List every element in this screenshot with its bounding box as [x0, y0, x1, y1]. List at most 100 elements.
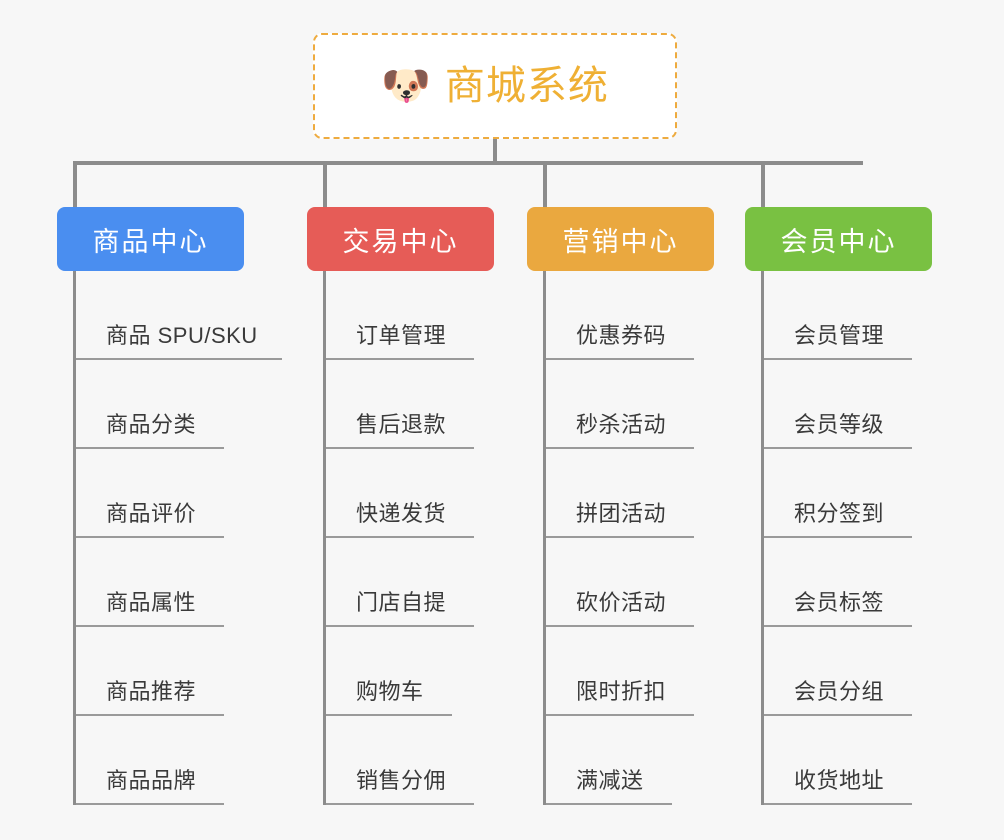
leaf-label: 秒杀活动	[576, 412, 667, 437]
leaf-underline	[76, 358, 282, 360]
list-item[interactable]: 门店自提	[323, 538, 527, 627]
leaf-underline	[76, 803, 224, 805]
list-item[interactable]: 销售分佣	[323, 716, 527, 805]
leaf-list-2: 优惠券码 秒杀活动 拼团活动 砍价活动 限时折扣 满减送	[543, 271, 745, 805]
list-item[interactable]: 售后退款	[323, 360, 527, 449]
leaf-underline	[76, 714, 224, 716]
connector-horizontal-bus	[73, 161, 863, 165]
list-item[interactable]: 积分签到	[761, 449, 965, 538]
list-item[interactable]: 商品 SPU/SKU	[73, 271, 307, 360]
list-item[interactable]: 砍价活动	[543, 538, 745, 627]
leaf-group-3: 会员管理 会员等级 积分签到 会员标签 会员分组 收货地址	[745, 271, 965, 805]
connector-drop-1	[323, 161, 327, 207]
leaf-underline	[546, 358, 694, 360]
list-item[interactable]: 限时折扣	[543, 627, 745, 716]
leaf-label: 拼团活动	[576, 501, 667, 526]
leaf-label: 会员等级	[794, 412, 885, 437]
leaf-underline	[764, 358, 912, 360]
leaf-underline	[326, 536, 474, 538]
leaf-label: 砍价活动	[576, 590, 667, 615]
leaf-underline	[326, 803, 474, 805]
list-item[interactable]: 会员标签	[761, 538, 965, 627]
list-item[interactable]: 优惠券码	[543, 271, 745, 360]
leaf-underline	[764, 625, 912, 627]
leaf-group-1: 订单管理 售后退款 快递发货 门店自提 购物车 销售分佣	[307, 271, 527, 805]
category-header-2[interactable]: 营销中心	[527, 207, 714, 271]
leaf-spine-3	[761, 271, 764, 805]
shiba-dog-face-icon: 🐶	[381, 64, 431, 108]
list-item[interactable]: 订单管理	[323, 271, 527, 360]
leaf-label: 满减送	[576, 768, 644, 793]
category-header-label-3: 会员中心	[780, 226, 897, 257]
list-item[interactable]: 快递发货	[323, 449, 527, 538]
leaf-underline	[326, 625, 474, 627]
list-item[interactable]: 购物车	[323, 627, 527, 716]
leaf-label: 优惠券码	[576, 323, 667, 348]
leaf-underline	[764, 714, 912, 716]
leaf-label: 快递发货	[356, 501, 447, 526]
leaf-label: 商品品牌	[106, 768, 197, 793]
category-header-3[interactable]: 会员中心	[745, 207, 932, 271]
list-item[interactable]: 商品分类	[73, 360, 307, 449]
list-item[interactable]: 会员分组	[761, 627, 965, 716]
list-item[interactable]: 商品属性	[73, 538, 307, 627]
leaf-underline	[546, 625, 694, 627]
leaf-underline	[764, 536, 912, 538]
leaf-underline	[76, 447, 224, 449]
list-item[interactable]: 会员管理	[761, 271, 965, 360]
category-header-0[interactable]: 商品中心	[57, 207, 244, 271]
leaf-label: 商品推荐	[106, 679, 197, 704]
leaf-underline	[326, 447, 474, 449]
leaf-underline	[76, 536, 224, 538]
category-column-1: 交易中心 订单管理 售后退款 快递发货 门店自提 购物车	[307, 207, 527, 805]
leaf-label: 商品评价	[106, 501, 197, 526]
list-item[interactable]: 满减送	[543, 716, 745, 805]
leaf-underline	[764, 447, 912, 449]
leaf-label: 商品分类	[106, 412, 197, 437]
category-header-1[interactable]: 交易中心	[307, 207, 494, 271]
category-header-label-1: 交易中心	[342, 226, 459, 257]
root-node-content: 🐶 商城系统	[381, 66, 609, 106]
root-title: 商城系统	[444, 64, 609, 108]
leaf-spine-2	[543, 271, 546, 805]
leaf-list-0: 商品 SPU/SKU 商品分类 商品评价 商品属性 商品推荐 商品品牌	[73, 271, 307, 805]
category-header-label-0: 商品中心	[92, 226, 209, 257]
leaf-label: 积分签到	[794, 501, 885, 526]
connector-drop-3	[761, 161, 765, 207]
leaf-list-1: 订单管理 售后退款 快递发货 门店自提 购物车 销售分佣	[323, 271, 527, 805]
root-node[interactable]: 🐶 商城系统	[313, 33, 677, 139]
leaf-label: 商品属性	[106, 590, 197, 615]
list-item[interactable]: 秒杀活动	[543, 360, 745, 449]
list-item[interactable]: 会员等级	[761, 360, 965, 449]
category-column-0: 商品中心 商品 SPU/SKU 商品分类 商品评价 商品属性 商品推荐	[57, 207, 307, 805]
list-item[interactable]: 拼团活动	[543, 449, 745, 538]
list-item[interactable]: 商品品牌	[73, 716, 307, 805]
category-column-3: 会员中心 会员管理 会员等级 积分签到 会员标签 会员分组	[745, 207, 965, 805]
leaf-group-0: 商品 SPU/SKU 商品分类 商品评价 商品属性 商品推荐 商品品牌	[57, 271, 307, 805]
leaf-spine-0	[73, 271, 76, 805]
leaf-underline	[326, 714, 452, 716]
leaf-list-3: 会员管理 会员等级 积分签到 会员标签 会员分组 收货地址	[761, 271, 965, 805]
leaf-underline	[326, 358, 474, 360]
leaf-group-2: 优惠券码 秒杀活动 拼团活动 砍价活动 限时折扣 满减送	[527, 271, 745, 805]
leaf-label: 门店自提	[356, 590, 447, 615]
leaf-label: 购物车	[356, 679, 424, 704]
leaf-underline	[546, 447, 694, 449]
connector-drop-0	[73, 161, 77, 207]
list-item[interactable]: 商品评价	[73, 449, 307, 538]
leaf-underline	[546, 536, 694, 538]
leaf-label: 售后退款	[356, 412, 447, 437]
leaf-label: 限时折扣	[576, 679, 667, 704]
leaf-underline	[764, 803, 912, 805]
leaf-label: 商品 SPU/SKU	[106, 323, 258, 348]
list-item[interactable]: 商品推荐	[73, 627, 307, 716]
list-item[interactable]: 收货地址	[761, 716, 965, 805]
leaf-label: 收货地址	[794, 768, 885, 793]
leaf-label: 订单管理	[356, 323, 447, 348]
leaf-label: 销售分佣	[356, 768, 447, 793]
leaf-underline	[546, 803, 672, 805]
leaf-label: 会员分组	[794, 679, 885, 704]
leaf-underline	[76, 625, 224, 627]
connector-drop-2	[543, 161, 547, 207]
category-column-2: 营销中心 优惠券码 秒杀活动 拼团活动 砍价活动 限时折扣	[527, 207, 745, 805]
